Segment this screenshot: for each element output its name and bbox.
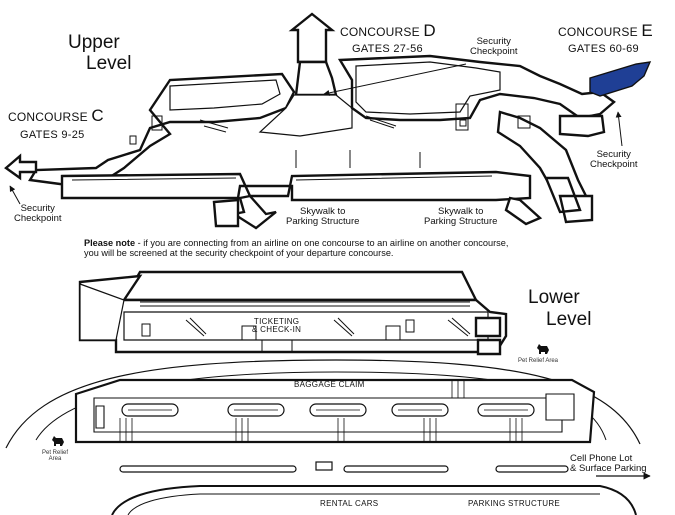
upper-hub (258, 94, 353, 137)
parking-lot-edge-inner (127, 493, 600, 515)
arrow-security-left (9, 185, 21, 205)
ticketing-line-1: TICKETING (253, 317, 300, 326)
note-line-2: you will be screened at the security che… (84, 247, 394, 258)
road-medians (119, 461, 569, 473)
concourse-d-letter: D (423, 21, 436, 40)
lower-right-blocks (474, 316, 502, 356)
concourse-c-arrow (4, 153, 38, 181)
pet-relief-left-line-2: Area (48, 456, 62, 463)
security-checkpoint-right: Security Checkpoint (590, 150, 638, 170)
security-top-line-1: Security (476, 36, 511, 47)
skywalk-left (230, 194, 277, 230)
parking-lot-edge (111, 485, 637, 515)
skywalk-right (504, 196, 543, 226)
lower-roof (121, 270, 478, 302)
security-top-line-2: Checkpoint (470, 45, 518, 57)
concourse-d-pier (294, 60, 338, 97)
cell-phone-lot-label: Cell Phone Lot & Surface Parking (570, 454, 647, 474)
baggage-claim-label: BAGGAGE CLAIM (294, 380, 365, 389)
upper-long-bar-inner (71, 175, 493, 181)
concourse-d-prefix: CONCOURSE (340, 25, 420, 39)
concourse-e-gates: GATES 60-69 (568, 43, 639, 55)
skywalk-left-line-1: Skywalk to (300, 206, 346, 217)
lower-level-label-2: Level (546, 309, 592, 330)
upper-right-rooms (355, 61, 501, 115)
lower-details (140, 301, 471, 353)
connection-note: Please note - if you are connecting from… (84, 238, 509, 258)
dog-icon (537, 344, 549, 354)
arrow-security-top (323, 63, 467, 96)
upper-left-rooms (169, 79, 281, 111)
lower-left-block (79, 283, 125, 341)
security-checkpoint-left: Security Checkpoint (14, 204, 62, 224)
lower-level-terminal (78, 270, 508, 356)
security-right-line-2: Checkpoint (590, 158, 638, 170)
concourse-d-arrow (288, 12, 336, 64)
concourse-e-label: CONCOURSE E (558, 22, 653, 40)
lower-inner (123, 311, 489, 341)
skywalk-left-line-2: Parking Structure (286, 215, 360, 227)
skywalk-right-line-1: Skywalk to (438, 206, 484, 217)
upper-left-block (212, 198, 240, 228)
parking-structure-label: PARKING STRUCTURE (468, 499, 561, 508)
note-line-1: Please note - if you are connecting from… (84, 238, 509, 249)
concourse-c-gates: GATES 9-25 (20, 129, 85, 141)
pet-relief-left-line-1: Pet Relief (42, 450, 69, 456)
note-bold: Please note (84, 238, 136, 248)
right-bottom-blocks (544, 176, 594, 224)
carousel-belts (119, 380, 528, 442)
concourse-d-label: CONCOURSE D (340, 22, 436, 40)
cell-phone-line-1: Cell Phone Lot (570, 453, 633, 464)
ticketing-line-2: & CHECK-IN (252, 325, 302, 335)
upper-level-label-1: Upper (68, 32, 120, 53)
concourse-d-gates: GATES 27-56 (352, 43, 423, 55)
concourse-e-highlight (589, 61, 652, 97)
lower-level-label-1: Lower (528, 287, 580, 308)
cell-phone-line-2: & Surface Parking (570, 462, 647, 474)
security-left-line-1: Security (20, 203, 55, 214)
ticketing-label: TICKETING & CHECK-IN (252, 317, 302, 335)
skywalk-right-label: Skywalk to Parking Structure (424, 207, 497, 227)
arrow-security-right (615, 111, 623, 147)
rental-cars-label: RENTAL CARS (320, 499, 379, 508)
security-right-line-1: Security (596, 149, 631, 160)
pet-relief-right-label: Pet Relief Area (518, 358, 559, 364)
skywalk-left-label: Skywalk to Parking Structure (286, 207, 359, 227)
concourse-e-prefix: CONCOURSE (558, 25, 638, 39)
concourse-c-letter: C (91, 106, 104, 125)
right-tower-block (558, 114, 606, 138)
security-checkpoint-top: Security Checkpoint (470, 37, 518, 57)
concourse-c-label: CONCOURSE C (8, 107, 104, 125)
note-line-1-text: - if you are connecting from an airline … (135, 238, 509, 248)
pet-relief-left-label: Pet Relief Area (42, 450, 68, 463)
security-left-line-2: Checkpoint (14, 212, 62, 224)
skywalk-right-line-2: Parking Structure (424, 215, 498, 227)
upper-details (129, 103, 531, 168)
concourse-c-prefix: CONCOURSE (8, 110, 88, 124)
dog-icon (52, 436, 64, 446)
upper-level-label-2: Level (86, 53, 132, 74)
concourse-e-letter: E (641, 21, 653, 40)
